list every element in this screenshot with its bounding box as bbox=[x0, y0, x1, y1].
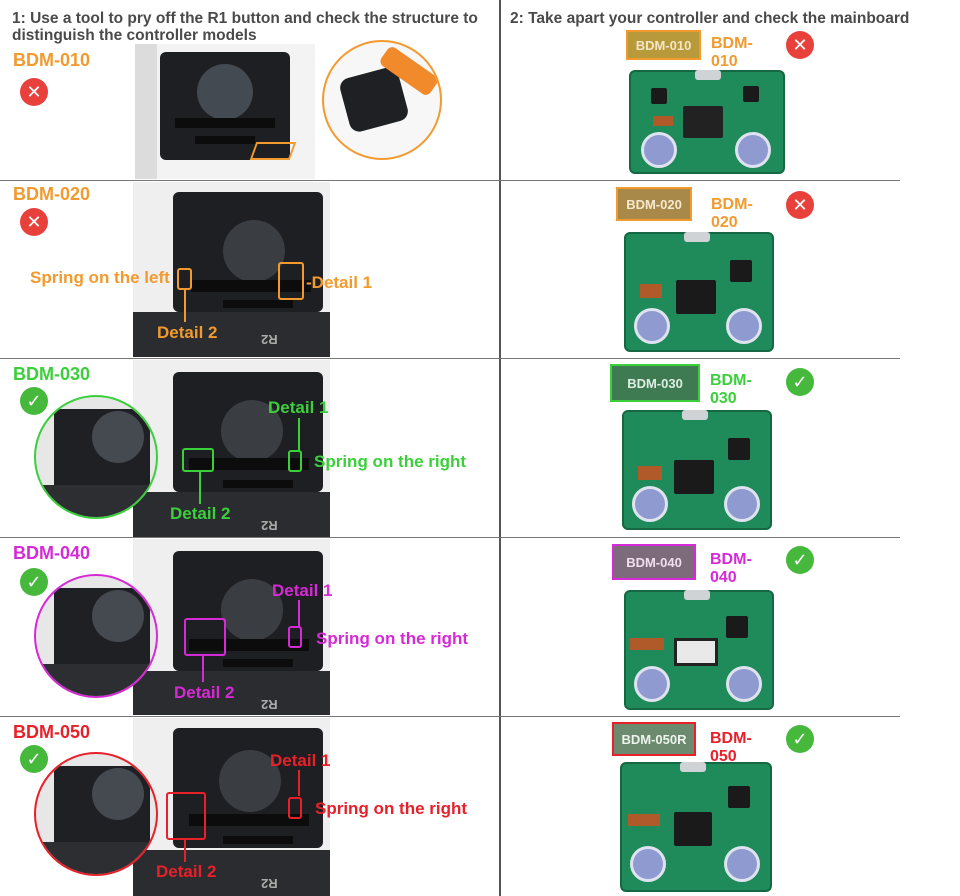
controller-photo: R2 bbox=[133, 360, 330, 537]
column-divider bbox=[499, 0, 501, 896]
close-icon: ✕ bbox=[20, 78, 48, 106]
step2-header: 2: Take apart your controller and check … bbox=[510, 10, 910, 27]
zoom-detail bbox=[34, 574, 158, 698]
leader-line bbox=[298, 770, 300, 796]
check-icon: ✓ bbox=[20, 745, 48, 773]
check-icon: ✓ bbox=[20, 568, 48, 596]
spring-callout: Spring on the left bbox=[30, 268, 170, 287]
spring-callout: Spring on the right bbox=[316, 629, 469, 648]
spring-marker bbox=[288, 797, 302, 819]
board-chip-label: BDM-030 bbox=[610, 364, 700, 402]
model-label: BDM-020 bbox=[13, 184, 91, 204]
zoom-detail bbox=[34, 752, 158, 876]
board-code: BDM-040 bbox=[710, 551, 752, 586]
controller-photo: R2 bbox=[133, 182, 330, 357]
detail1-callout: Detail 1 bbox=[272, 581, 333, 600]
check-icon: ✓ bbox=[786, 546, 814, 574]
detail2-callout: Detail 2 bbox=[157, 323, 218, 342]
model-label: BDM-030 bbox=[13, 364, 91, 384]
board-chip-label: BDM-050R bbox=[612, 722, 696, 756]
row-divider bbox=[0, 358, 900, 359]
detail1-callout: -Detail 1 bbox=[306, 273, 373, 292]
board-chip-label: BDM-020 bbox=[616, 187, 692, 221]
detail2-marker bbox=[182, 448, 214, 472]
spring-callout: Spring on the right bbox=[314, 452, 467, 471]
check-icon: ✓ bbox=[20, 387, 48, 415]
board-chip-label: BDM-040 bbox=[612, 544, 696, 580]
spring-marker bbox=[288, 450, 302, 472]
row-divider bbox=[0, 716, 900, 717]
check-icon: ✓ bbox=[786, 368, 814, 396]
controller-photo: R2 bbox=[133, 539, 330, 715]
leader-line bbox=[298, 600, 300, 626]
controller-photo bbox=[135, 44, 315, 179]
board-code: BDM-030 bbox=[710, 372, 752, 407]
model-label: BDM-050 bbox=[13, 722, 91, 742]
zoom-detail bbox=[34, 395, 158, 519]
detail2-callout: Detail 2 bbox=[174, 683, 235, 702]
leader-line bbox=[199, 472, 201, 504]
spring-callout: Spring on the right bbox=[315, 799, 468, 818]
leader-line bbox=[202, 656, 204, 682]
detail2-callout: Detail 2 bbox=[170, 504, 231, 523]
spring-marker bbox=[288, 626, 302, 648]
close-icon: ✕ bbox=[20, 208, 48, 236]
detail2-marker bbox=[184, 618, 226, 656]
model-label: BDM-010 bbox=[13, 50, 91, 70]
check-icon: ✓ bbox=[786, 725, 814, 753]
spring-marker bbox=[177, 268, 192, 290]
detail1-marker bbox=[278, 262, 304, 300]
detail2-callout: Detail 2 bbox=[156, 862, 217, 881]
close-icon: ✕ bbox=[786, 191, 814, 219]
leader-line bbox=[184, 290, 186, 322]
model-label: BDM-040 bbox=[13, 543, 91, 563]
row-divider bbox=[0, 537, 900, 538]
board-code: BDM-010 bbox=[711, 35, 753, 70]
board-code: BDM-050 bbox=[710, 730, 752, 765]
board-code: BDM-020 bbox=[711, 196, 753, 231]
leader-line bbox=[298, 418, 300, 450]
step1-header: 1: Use a tool to pry off the R1 button a… bbox=[12, 10, 478, 44]
detail1-callout: Detail 1 bbox=[270, 751, 331, 770]
detail1-callout: Detail 1 bbox=[268, 398, 329, 417]
zoom-pry-tool bbox=[322, 40, 442, 160]
detail2-marker bbox=[166, 792, 206, 840]
close-icon: ✕ bbox=[786, 31, 814, 59]
row-divider bbox=[0, 180, 900, 181]
leader-line bbox=[184, 840, 186, 862]
board-chip-label: BDM-010 bbox=[626, 30, 701, 60]
